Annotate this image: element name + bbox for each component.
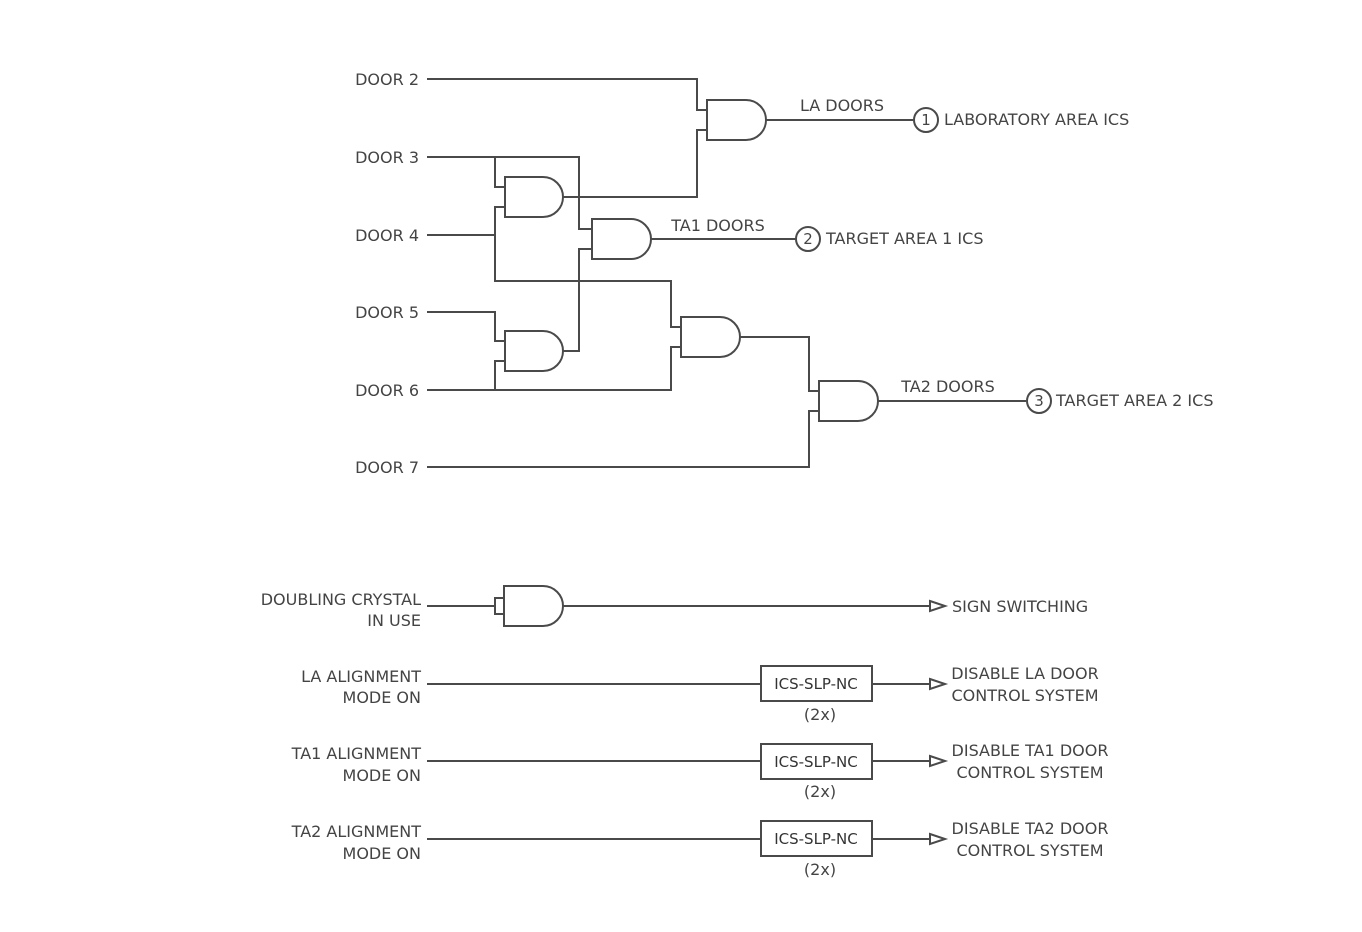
- relay-label-ta1: ICS-SLP-NC: [774, 753, 858, 771]
- wire-door6-to-g56: [494, 360, 505, 390]
- arrow-disable-ta1: [929, 754, 949, 768]
- wire-door3: [427, 156, 592, 230]
- label-ta2-alignment: TA2 ALIGNMENT: [291, 822, 422, 841]
- label-la-control-system: CONTROL SYSTEM: [952, 686, 1099, 705]
- connector-1-number: 1: [921, 111, 931, 129]
- label-disable-ta2-door: DISABLE TA2 DOOR: [952, 819, 1109, 838]
- wire-g34-out: [563, 129, 707, 198]
- label-sign-switching: SIGN SWITCHING: [952, 597, 1088, 616]
- wire-door4-vertical: [494, 206, 681, 328]
- label-ta1-control-system: CONTROL SYSTEM: [957, 763, 1104, 782]
- label-ta2-control-system: CONTROL SYSTEM: [957, 841, 1104, 860]
- and-gate-door4-door6: [680, 316, 741, 358]
- and-gate-door5-door6: [504, 330, 564, 372]
- and-gate-ta1: [591, 218, 652, 260]
- arrow-disable-la: [929, 677, 949, 691]
- relay-label-ta2: ICS-SLP-NC: [774, 830, 858, 848]
- label-ta2-mode-on: MODE ON: [343, 844, 421, 863]
- input-label-door3: DOOR 3: [355, 148, 419, 167]
- signal-label-ta1-doors: TA1 DOORS: [670, 216, 765, 235]
- signal-label-la-doors: LA DOORS: [800, 96, 884, 115]
- label-doubling-crystal: DOUBLING CRYSTAL: [261, 590, 421, 609]
- wire-door2: [427, 78, 707, 111]
- wire-door6: [427, 346, 681, 391]
- relay-box-ta2: [760, 820, 873, 857]
- input-label-door5: DOOR 5: [355, 303, 419, 322]
- connector-2-number: 2: [803, 230, 813, 248]
- connector-2: [795, 226, 821, 252]
- connector-3-number: 3: [1034, 392, 1044, 410]
- relay-mult-ta1: (2x): [804, 782, 836, 801]
- and-gate-ta2: [818, 380, 879, 422]
- relay-mult-ta2: (2x): [804, 860, 836, 879]
- arrow-sign-switching: [929, 599, 949, 613]
- arrow-disable-ta2: [929, 832, 949, 846]
- connector-3: [1026, 388, 1052, 414]
- input-label-door6: DOOR 6: [355, 381, 419, 400]
- output-label-laboratory-area: LABORATORY AREA ICS: [944, 110, 1129, 129]
- wire-door5: [427, 311, 505, 342]
- relay-box-ta1: [760, 743, 873, 780]
- input-label-door4: DOOR 4: [355, 226, 419, 245]
- signal-label-ta2-doors: TA2 DOORS: [900, 377, 995, 396]
- label-la-alignment: LA ALIGNMENT: [301, 667, 421, 686]
- wire-door3-to-g34: [494, 157, 505, 188]
- label-disable-ta1-door: DISABLE TA1 DOOR: [952, 741, 1109, 760]
- gate-input-tab: [494, 597, 505, 615]
- relay-mult-la: (2x): [804, 705, 836, 724]
- wire-g56-out: [563, 248, 592, 352]
- input-label-door7: DOOR 7: [355, 458, 419, 477]
- and-gate-doubling: [503, 585, 564, 627]
- wire-g46-out: [740, 336, 819, 392]
- and-gate-la: [706, 99, 767, 141]
- and-gate-door3-door4: [504, 176, 564, 218]
- label-la-mode-on: MODE ON: [343, 688, 421, 707]
- label-in-use: IN USE: [367, 611, 421, 630]
- connector-1: [913, 107, 939, 133]
- relay-label-la: ICS-SLP-NC: [774, 675, 858, 693]
- wire-door7: [427, 410, 819, 468]
- label-disable-la-door: DISABLE LA DOOR: [951, 664, 1098, 683]
- output-label-target-area-2: TARGET AREA 2 ICS: [1055, 391, 1213, 410]
- input-label-door2: DOOR 2: [355, 70, 419, 89]
- label-ta1-mode-on: MODE ON: [343, 766, 421, 785]
- label-ta1-alignment: TA1 ALIGNMENT: [291, 744, 422, 763]
- output-label-target-area-1: TARGET AREA 1 ICS: [825, 229, 983, 248]
